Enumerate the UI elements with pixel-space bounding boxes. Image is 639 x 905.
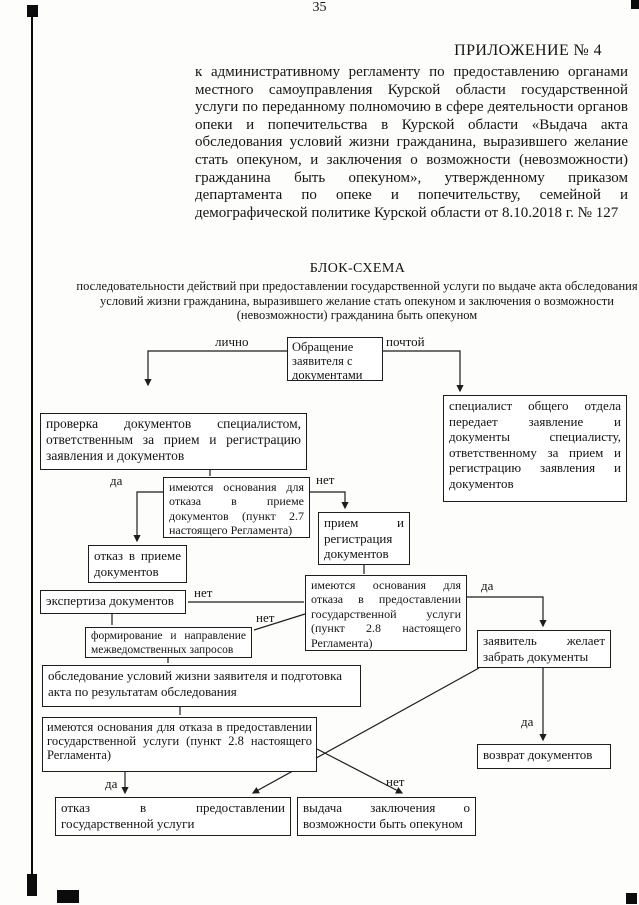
flowchart-box-return-docs: возврат документов — [477, 744, 611, 769]
flowchart-box-grounds-refuse-acceptance: имеются основания для отказа в приеме до… — [163, 477, 310, 538]
edge-label-no-1: нет — [316, 472, 335, 487]
flowchart-box-expertise: экспертиза документов — [40, 590, 186, 614]
edge-label-yes-1: да — [110, 473, 123, 488]
edge-grounds1-yes-applicant — [467, 596, 547, 628]
appendix-title: ПРИЛОЖЕНИЕ № 4 — [454, 42, 602, 59]
flowchart-box-interagency-requests: формирование и направление межведомствен… — [85, 627, 252, 658]
preamble-paragraph: к административному регламенту по предос… — [195, 64, 628, 221]
scan-artifact-bottom-blob — [57, 890, 79, 903]
scan-artifact-top-right — [631, 0, 639, 9]
flowchart-box-inspection: обследование условий жизни заявителя и п… — [42, 665, 361, 707]
flowchart-box-grounds-refuse-service-1: имеются основания для отказа в предостав… — [305, 575, 467, 651]
edge-grounds-yes-refuse — [133, 491, 163, 543]
flowchart-box-grounds-refuse-service-2: имеются основания для отказа в предостав… — [42, 717, 317, 772]
edge-grounds-no-accept — [310, 491, 349, 510]
flowchart-box-issue-conclusion: выдача заключения о возможности быть опе… — [297, 797, 476, 836]
edge-label-no-3: нет — [256, 610, 275, 625]
flowchart-box-check-docs: проверка документов специалистом, ответс… — [40, 413, 307, 470]
flowchart-box-acceptance-registration: прием и регистрация документов — [318, 512, 410, 565]
scan-artifact-bottom-left — [27, 874, 37, 896]
flowchart-box-refusal-service: отказ в предоставлении государственной у… — [55, 797, 291, 836]
scan-artifact-left-rule — [31, 8, 33, 893]
edge-label-yes-4: да — [105, 776, 118, 791]
page-number: 35 — [312, 0, 327, 15]
schema-title: БЛОК-СХЕМА — [309, 261, 406, 276]
edge-label-no-4: нет — [386, 774, 405, 789]
schema-subtitle: последовательности действий при предоста… — [76, 279, 638, 323]
edge-label-yes-2: да — [481, 578, 494, 593]
flowchart-box-applicant-wants-docs: заявитель желает забрать документы — [477, 630, 611, 668]
flowchart-box-refusal-acceptance: отказ в приеме документов — [88, 545, 187, 583]
edge-label-no-2: нет — [194, 585, 213, 600]
edge-label-in-person: лично — [215, 334, 249, 349]
flowchart-box-specialist-transfer: специалист общего отдела передает заявле… — [443, 395, 627, 502]
scan-artifact-top-left — [27, 5, 38, 17]
edge-label-by-mail: почтой — [386, 334, 425, 349]
edge-label-yes-3: да — [521, 714, 534, 729]
edge-appeal-inperson — [144, 350, 287, 387]
scan-artifact-bottom-right — [626, 893, 637, 904]
edge-appeal-bymail — [383, 350, 464, 393]
flowchart-box-appeal: Обращение заявителя с документами — [287, 337, 383, 381]
